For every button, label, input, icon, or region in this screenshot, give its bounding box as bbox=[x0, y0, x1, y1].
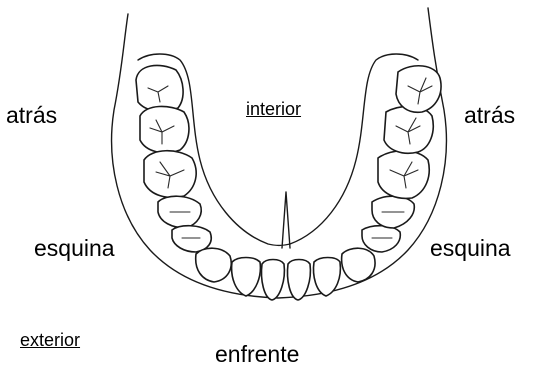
label-front: enfrente bbox=[215, 343, 299, 366]
label-inner: interior bbox=[246, 100, 301, 118]
left-molar-2 bbox=[140, 106, 189, 152]
incisor-left-central bbox=[261, 260, 284, 301]
label-back-left: atrás bbox=[6, 104, 57, 127]
frenulum bbox=[282, 192, 290, 248]
label-back-right: atrás bbox=[464, 104, 515, 127]
right-teeth bbox=[342, 66, 441, 282]
left-canine bbox=[196, 248, 232, 282]
right-canine bbox=[342, 248, 375, 282]
label-corner-left: esquina bbox=[34, 237, 115, 260]
label-corner-right: esquina bbox=[430, 237, 511, 260]
incisor-right-central bbox=[287, 260, 310, 301]
label-outer: exterior bbox=[20, 331, 80, 349]
left-molar-1 bbox=[144, 151, 196, 198]
left-premolar-1 bbox=[172, 226, 211, 252]
right-molar-1 bbox=[378, 151, 429, 199]
incisor-left-lateral bbox=[232, 258, 261, 297]
front-teeth bbox=[232, 258, 341, 301]
right-molar-3 bbox=[396, 66, 441, 113]
right-premolar-1 bbox=[362, 226, 400, 252]
left-molar-3 bbox=[136, 65, 183, 111]
